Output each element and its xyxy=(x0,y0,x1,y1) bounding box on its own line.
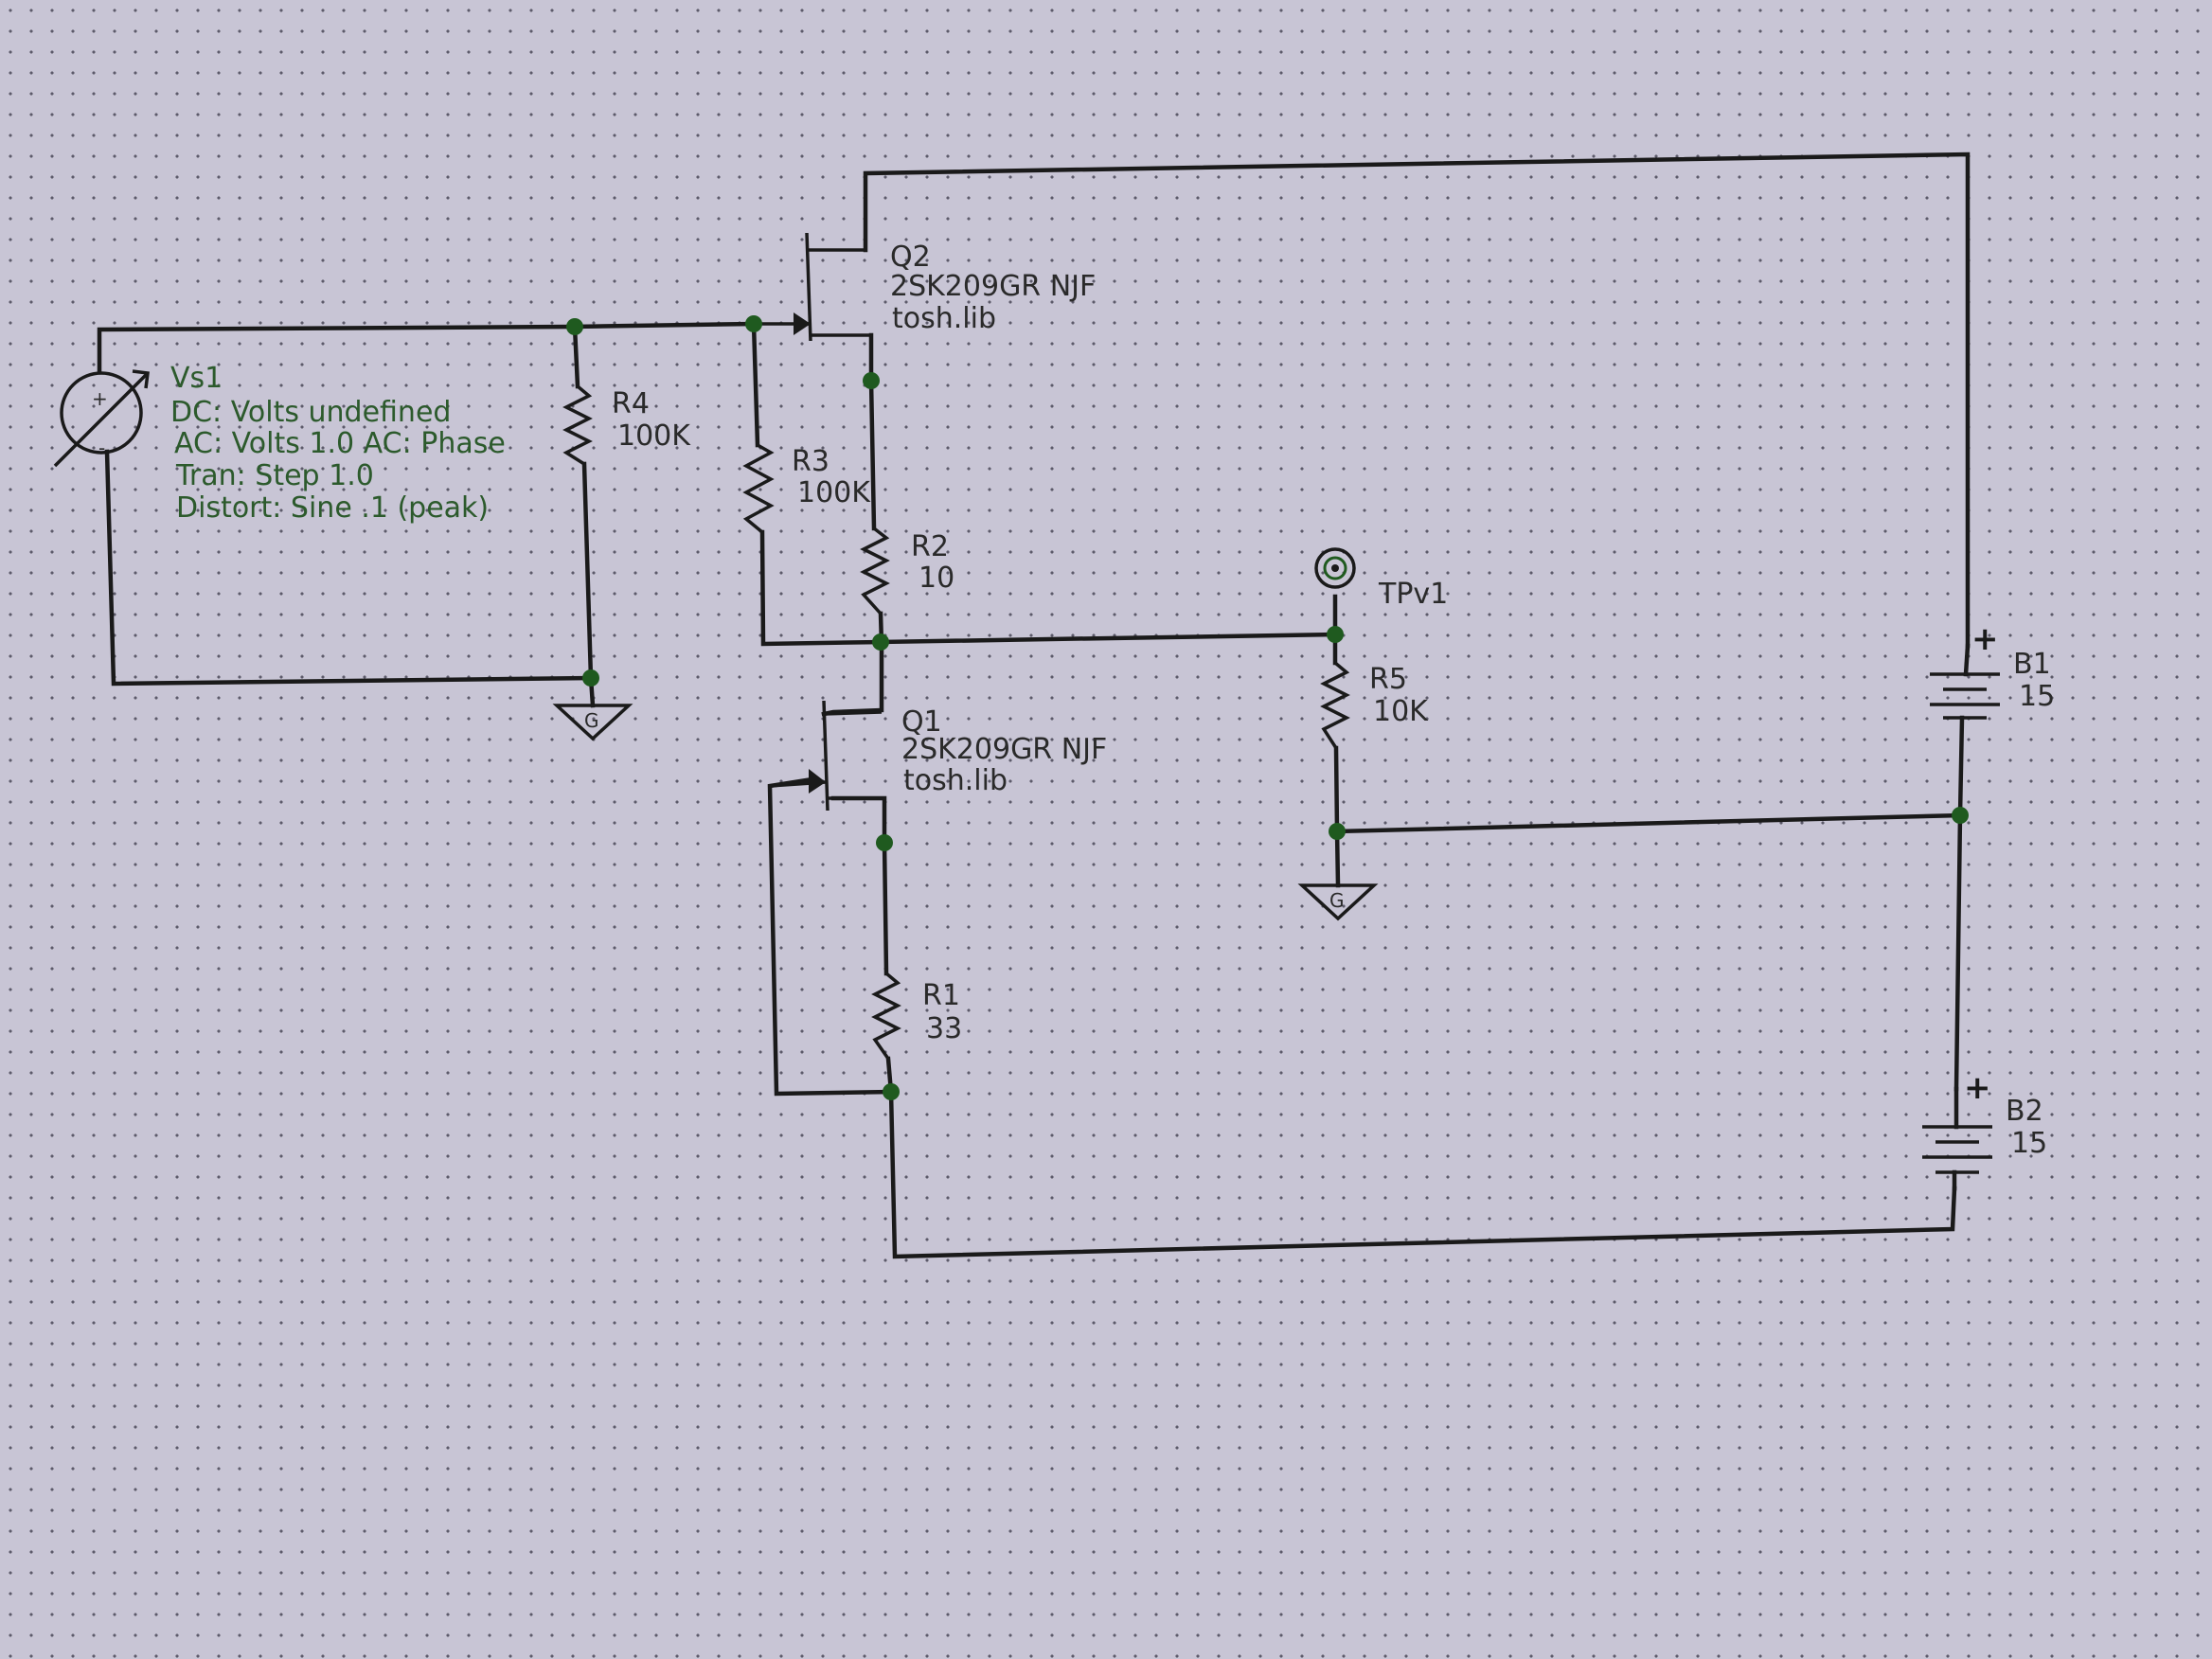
wire-ground-mid[interactable] xyxy=(1334,812,1963,834)
q1-name: Q1 xyxy=(901,705,942,739)
junction-node xyxy=(582,669,599,687)
q2-part: 2SK209GR NJF xyxy=(890,270,1096,303)
ground-symbol-2: G xyxy=(1297,883,1379,921)
wire-r3-bottom[interactable] xyxy=(759,529,883,647)
ground-label-2: G xyxy=(1329,889,1345,912)
wire-r4-top[interactable] xyxy=(572,324,580,389)
resistor-r1[interactable] xyxy=(871,972,901,1061)
q1-lib: tosh.lib xyxy=(903,764,1008,797)
r4-value: 100K xyxy=(617,419,691,453)
vs1-ac: AC: Volts 1.0 AC: Phase xyxy=(174,427,506,460)
wire-r1-bottom[interactable] xyxy=(885,1056,1957,1259)
resistor-r3[interactable] xyxy=(742,443,775,534)
junction-node xyxy=(1329,823,1346,840)
r3-name: R3 xyxy=(792,445,830,478)
b2-name: B2 xyxy=(2006,1095,2043,1128)
wire-q1-gate-loop[interactable] xyxy=(767,776,894,1097)
resistor-r2[interactable] xyxy=(860,526,890,615)
vs1-dc: DC: Volts undefined xyxy=(170,396,451,429)
q2-lib: tosh.lib xyxy=(892,302,996,335)
r4-name: R4 xyxy=(612,387,650,420)
vs1-name: Vs1 xyxy=(170,362,223,395)
test-point-tpv1[interactable] xyxy=(1314,547,1356,589)
r2-value: 10 xyxy=(919,562,954,595)
jfet-q2[interactable] xyxy=(754,232,871,342)
wire-q2-source[interactable] xyxy=(868,332,877,531)
ground-label-1: G xyxy=(584,709,599,732)
wire-q1-source[interactable] xyxy=(830,795,889,976)
junction-node xyxy=(1952,807,1969,824)
b2-value: 15 xyxy=(2011,1127,2047,1160)
junction-node xyxy=(863,372,880,389)
vs1-plus-sign: + xyxy=(92,387,108,410)
wires xyxy=(97,152,1971,1259)
junction-node xyxy=(745,315,762,332)
junction-nodes xyxy=(566,315,1969,1100)
r5-value: 10K xyxy=(1373,695,1429,728)
r1-value: 33 xyxy=(926,1012,962,1045)
resistor-r5[interactable] xyxy=(1320,661,1350,749)
junction-node xyxy=(1327,626,1344,643)
wire-r5-bottom[interactable] xyxy=(1333,745,1341,888)
wire-input-bottom[interactable] xyxy=(104,449,594,687)
tpv1-name: TPv1 xyxy=(1378,578,1448,611)
vs1-distort: Distort: Sine .1 (peak) xyxy=(176,491,489,525)
wire-input-top[interactable] xyxy=(97,321,756,375)
wire-r3-top[interactable] xyxy=(751,321,760,448)
r5-name: R5 xyxy=(1369,663,1407,696)
wire-r4-bottom[interactable] xyxy=(581,461,596,708)
wire-middle-bus[interactable] xyxy=(878,632,1338,645)
ground-symbol-1: G xyxy=(552,704,633,741)
vs1-minus-sign: - xyxy=(98,437,105,459)
wire-q1-drain[interactable] xyxy=(821,641,884,717)
junction-node xyxy=(566,318,583,335)
battery-b1[interactable] xyxy=(1930,643,2000,720)
q1-part: 2SK209GR NJF xyxy=(901,733,1107,766)
jfet-q1[interactable] xyxy=(769,700,884,812)
wire-q2-drain[interactable] xyxy=(863,152,1971,649)
b1-plus-sign: + xyxy=(1971,620,1999,658)
vs1-tran: Tran: Step 1.0 xyxy=(175,459,374,492)
r3-value: 100K xyxy=(797,476,871,509)
resistor-r4[interactable] xyxy=(562,384,593,466)
b1-name: B1 xyxy=(2013,648,2051,681)
b2-plus-sign: + xyxy=(1964,1069,1991,1107)
r2-name: R2 xyxy=(911,530,949,563)
q2-name: Q2 xyxy=(890,241,931,274)
battery-b2[interactable] xyxy=(1922,1086,1992,1191)
junction-node xyxy=(876,834,893,851)
junction-node xyxy=(872,633,889,651)
junction-node xyxy=(883,1083,900,1100)
b1-value: 15 xyxy=(2019,680,2055,713)
wire-b1-bottom[interactable] xyxy=(1953,715,1965,1092)
r1-name: R1 xyxy=(922,979,960,1012)
voltage-source-vs1[interactable]: + - xyxy=(53,369,150,468)
